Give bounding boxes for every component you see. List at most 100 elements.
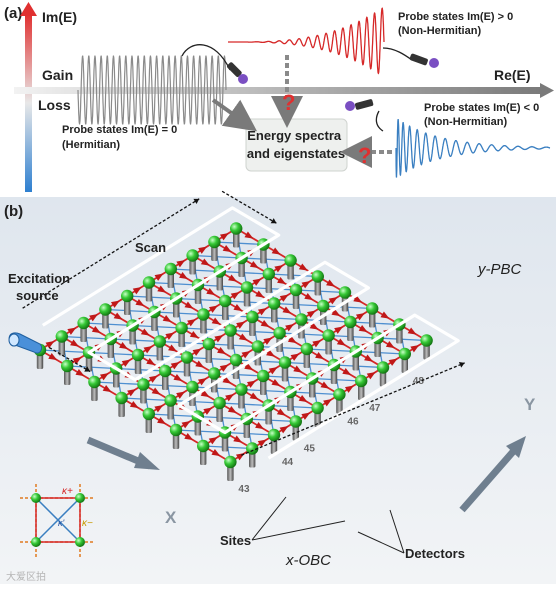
hopping-arrow-icon <box>326 279 336 287</box>
hopping-arrow-icon <box>222 376 232 384</box>
real-axis-label: Re(E) <box>494 67 531 83</box>
energy-spectra-box <box>245 118 348 172</box>
site <box>300 342 313 356</box>
hopping-arrow-icon <box>315 351 325 360</box>
hopping-arrow-icon <box>241 351 251 359</box>
inset-kappa-minus: κ− <box>82 518 93 529</box>
sites-pointer <box>251 496 346 541</box>
hermitian-probe-caption: Probe states Im(E) = 0 (Hermitian) <box>62 124 180 151</box>
site <box>273 326 286 340</box>
hopping-arrow-icon <box>260 319 270 328</box>
site <box>278 356 292 369</box>
detector <box>211 245 218 261</box>
detector-number: 45 <box>304 444 316 455</box>
detector <box>292 293 300 309</box>
hopping-arrow-icon <box>132 287 142 295</box>
hopping-arrow-icon <box>154 273 164 281</box>
site <box>164 262 177 276</box>
hopping-arrow-icon <box>230 292 240 300</box>
site <box>99 303 112 316</box>
site <box>235 383 248 396</box>
detector <box>151 315 158 331</box>
detector <box>374 341 381 357</box>
site <box>186 380 199 394</box>
detector <box>113 371 120 388</box>
detector <box>271 306 278 323</box>
imaginary-axis-label: Im(E) <box>42 9 77 25</box>
hopping-arrow-icon <box>301 281 311 289</box>
site <box>246 310 259 324</box>
site <box>240 281 254 294</box>
hopping-arrow-icon <box>255 290 265 298</box>
site <box>202 337 215 351</box>
hopping-arrow-icon <box>358 324 368 333</box>
detector-number: 44 <box>282 457 294 468</box>
site <box>153 335 166 348</box>
detector <box>249 320 256 336</box>
real-axis-arrow-icon <box>540 83 554 98</box>
scan-direction-arrow-icon <box>458 362 465 368</box>
detector <box>287 395 294 411</box>
hopping-arrow-icon <box>334 326 344 334</box>
hopping-arrow-icon <box>252 278 262 286</box>
real-axis <box>14 87 542 94</box>
detector <box>243 290 251 307</box>
site <box>420 334 433 347</box>
site <box>257 369 270 383</box>
scan-direction-arrow <box>48 346 91 373</box>
hopping-arrow-icon <box>168 344 178 352</box>
hopping-arrow-icon <box>255 421 265 430</box>
site <box>295 313 308 326</box>
scan-path <box>22 190 465 460</box>
microphone-icon <box>181 44 248 84</box>
hopping-arrow-icon <box>75 368 85 377</box>
hopping-arrow-icon <box>312 340 322 348</box>
hopping-arrow-icon <box>135 298 145 307</box>
hopping-arrow-icon <box>119 341 129 350</box>
detector <box>216 274 223 291</box>
detector <box>379 370 387 387</box>
scan-label: Scan <box>135 240 166 255</box>
site <box>197 308 210 321</box>
detector <box>347 325 354 341</box>
detector <box>396 327 403 344</box>
excitation-source-icon <box>8 332 43 354</box>
detector <box>222 304 229 320</box>
detector <box>36 353 44 369</box>
hopping-arrow-icon <box>282 306 292 314</box>
detector <box>227 333 234 350</box>
detector <box>200 317 207 334</box>
hopping-arrow-icon <box>271 378 281 387</box>
detector <box>352 354 359 371</box>
hopping-arrow-icon <box>208 305 218 313</box>
hopping-arrow-icon <box>309 322 319 330</box>
y-pbc-label: y-PBC <box>477 261 522 278</box>
hopping-arrow-icon <box>184 432 194 441</box>
hopping-arrow-icon <box>184 301 194 309</box>
scan-direction-arrow-icon <box>193 198 200 205</box>
hopping-arrow-icon <box>157 285 167 293</box>
hopping-arrow-icon <box>214 335 224 343</box>
site <box>77 316 90 330</box>
site <box>142 407 155 421</box>
gain-probe-wave <box>228 7 385 75</box>
detector <box>194 288 202 304</box>
site <box>251 340 264 353</box>
hopping-arrow-icon <box>208 437 218 445</box>
hopping-arrow-icon <box>222 244 232 253</box>
hopping-arrow-icon <box>336 338 346 346</box>
hopping-arrow-icon <box>306 310 316 318</box>
hopping-arrow-icon <box>388 358 398 366</box>
site <box>284 254 297 267</box>
site <box>180 351 194 364</box>
y-axis-arrow-icon <box>506 436 526 458</box>
x-obc-label: x-OBC <box>285 552 331 569</box>
hopping-arrow-icon <box>257 308 267 316</box>
hopping-arrow-icon <box>274 265 284 273</box>
detector <box>243 422 250 438</box>
hopping-arrow-icon <box>211 317 221 325</box>
hopping-arrow-icon <box>277 276 287 285</box>
detector <box>124 299 131 315</box>
detector <box>314 279 321 296</box>
